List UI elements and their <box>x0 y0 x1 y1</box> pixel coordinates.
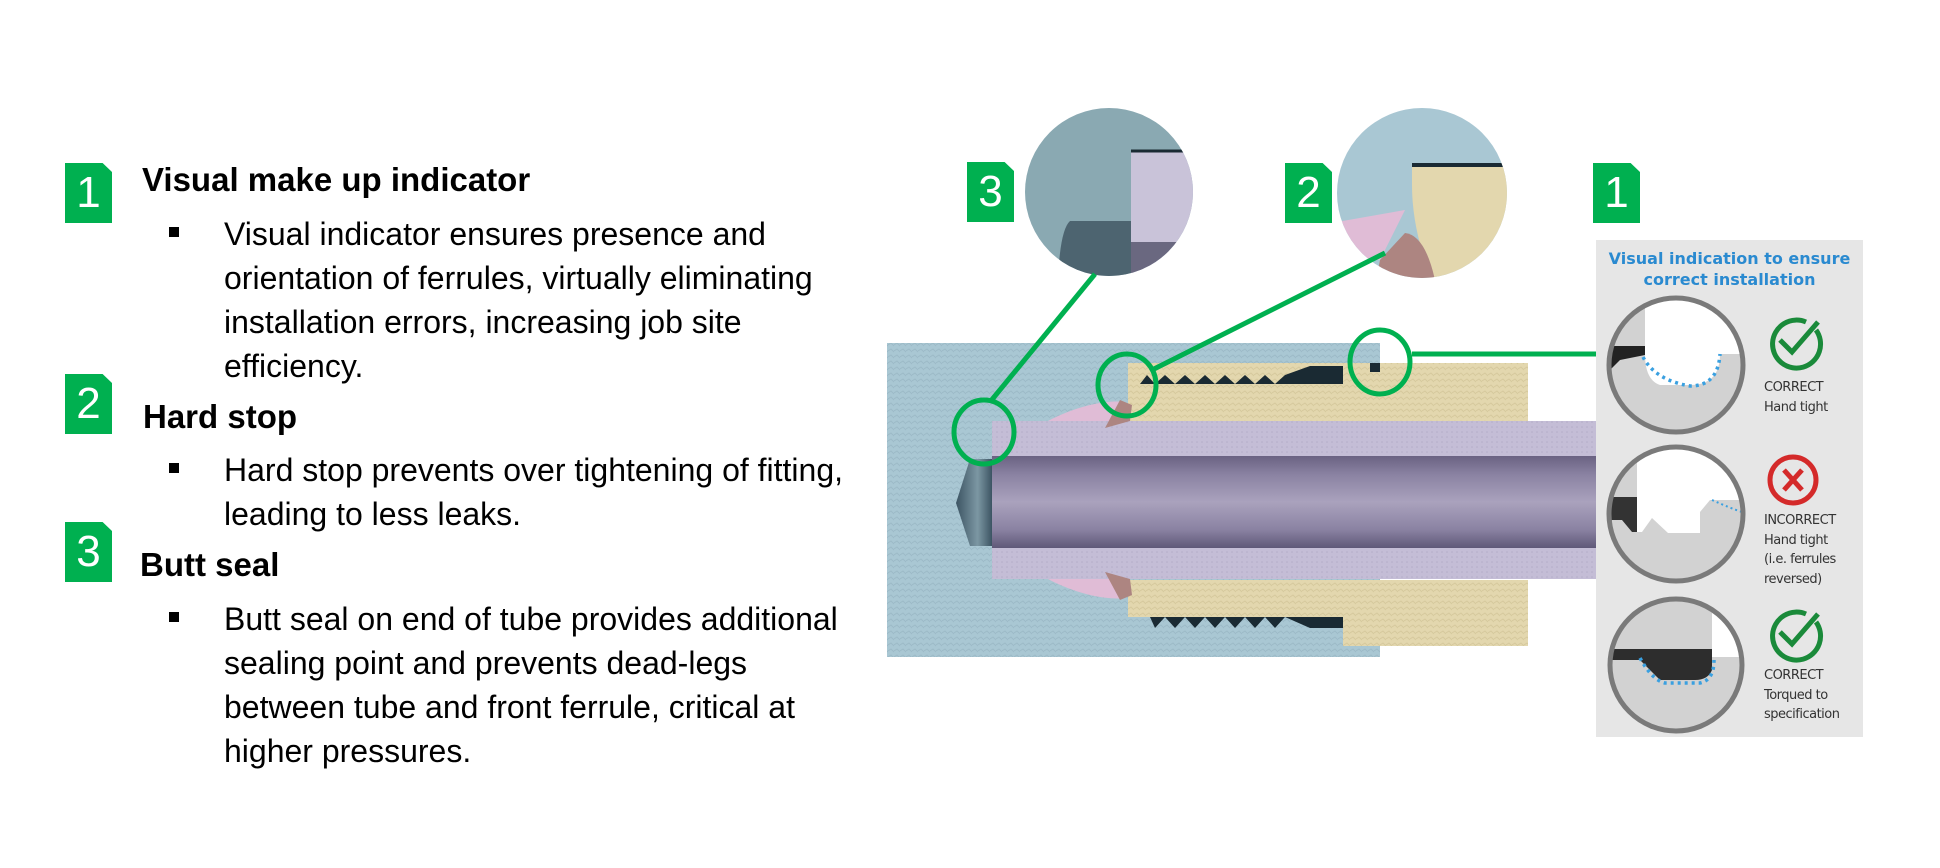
feature-description: Visual indicator ensures presence and or… <box>224 216 813 384</box>
zoom-view-hard-stop <box>1337 108 1507 278</box>
callout-badge-2: 2 <box>1285 163 1332 223</box>
number-badge-3: 3 <box>65 522 112 582</box>
state-detail: Hand tight <box>1764 532 1828 548</box>
state-detail: Hand tight <box>1764 399 1828 415</box>
bullet-icon <box>169 227 179 237</box>
state-label: INCORRECT Hand tight (i.e. ferrules reve… <box>1764 511 1836 589</box>
state-status: CORRECT <box>1764 668 1824 683</box>
number-badge-2: 2 <box>65 374 112 434</box>
callout-ring-2 <box>1095 351 1159 419</box>
installation-indication-panel: Visual indication to ensure correct inst… <box>1596 240 1863 737</box>
callout-line-3 <box>988 272 1097 404</box>
state-detail: reversed) <box>1764 571 1822 587</box>
nut-lower <box>1128 580 1528 658</box>
tube <box>956 421 1597 579</box>
feature-title: Butt seal <box>140 546 280 583</box>
state-label: CORRECT Hand tight <box>1764 378 1828 417</box>
panel-title: Visual indication to ensure correct inst… <box>1596 248 1863 290</box>
bullet-icon <box>169 463 179 473</box>
state-status: CORRECT <box>1764 380 1824 395</box>
state-detail: (i.e. ferrules <box>1764 552 1836 567</box>
state-detail: Torqued to <box>1764 687 1828 703</box>
bullet-icon <box>169 612 179 622</box>
callout-ring-1 <box>1347 327 1413 397</box>
panel-title-line-2: correct installation <box>1643 270 1816 289</box>
panel-title-line-1: Visual indication to ensure <box>1608 249 1851 268</box>
feature-description: Butt seal on end of tube provides additi… <box>224 601 838 769</box>
number-badge-1: 1 <box>65 163 112 223</box>
callout-ring-3 <box>951 397 1017 467</box>
callout-badge-3: 3 <box>967 162 1014 222</box>
callout-badge-1: 1 <box>1593 163 1640 223</box>
state-detail: specification <box>1764 707 1840 722</box>
feature-description: Hard stop prevents over tightening of fi… <box>224 452 844 532</box>
state-status: INCORRECT <box>1764 513 1836 528</box>
callout-line-2 <box>1150 250 1387 373</box>
nut-upper <box>1128 343 1528 421</box>
zoom-view-butt-seal <box>1025 108 1193 276</box>
feature-title: Visual make up indicator <box>142 161 531 198</box>
feature-title: Hard stop <box>143 398 298 435</box>
state-label: CORRECT Torqued to specification <box>1764 666 1840 725</box>
